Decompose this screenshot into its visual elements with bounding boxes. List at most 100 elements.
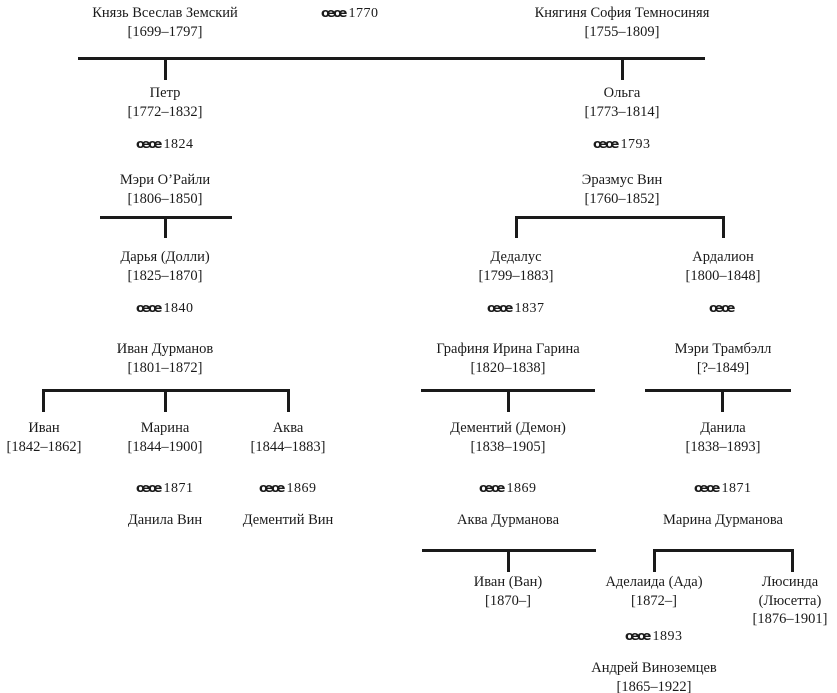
connector-vbar-van: [507, 549, 510, 572]
connector-vbar-demon: [507, 389, 510, 412]
person-dates: [1772–1832]: [127, 103, 203, 120]
connector-hbar-gen1: [78, 57, 705, 60]
person-node-akva-durmanova: Аква Дурманова: [457, 511, 559, 530]
person-name: Аделаида (Ада): [605, 574, 703, 590]
marriage-label-ardalion: œœ: [708, 300, 737, 317]
person-node-lucette: Люсинда (Люсетта) [1876–1901]: [753, 573, 828, 629]
connector-vbar-olga: [621, 57, 624, 80]
person-node-danila-vin: Данила Вин: [128, 511, 202, 530]
person-dates: [1838–1905]: [470, 438, 546, 455]
person-node-petr: Петр [1772–1832]: [128, 84, 203, 121]
marriage-symbol-icon: œœ: [320, 5, 347, 20]
person-dates: [1760–1852]: [584, 190, 660, 207]
person-dates: [1699–1797]: [127, 23, 203, 40]
marriage-year: 1871: [163, 481, 194, 496]
person-node-marina: Марина [1844–1900]: [128, 419, 203, 456]
person-dates: [1799–1883]: [478, 267, 554, 284]
person-name: Мэри Трамбэлл: [674, 341, 772, 357]
connector-vbar-darya: [164, 216, 167, 238]
marriage-year: 1871: [721, 481, 752, 496]
person-name: Дарья (Долли): [120, 249, 210, 265]
person-dates: [1820–1838]: [470, 359, 546, 376]
marriage-year: 1770: [348, 6, 379, 21]
person-name: Дементий Вин: [242, 512, 334, 528]
person-name: Аква: [272, 420, 304, 436]
person-node-dedalus: Дедалус [1799–1883]: [479, 248, 554, 285]
person-node-marina-durmanova: Марина Дурманова: [663, 511, 783, 530]
person-node-erazmus: Эразмус Вин [1760–1852]: [582, 171, 662, 208]
marriage-symbol-icon: œœ: [135, 300, 162, 315]
marriage-symbol-icon: œœ: [486, 300, 513, 315]
person-node-ivan-son: Иван [1842–1862]: [7, 419, 82, 456]
marriage-symbol-icon: œœ: [592, 136, 619, 151]
person-dates: [1800–1848]: [685, 267, 761, 284]
person-nickname: (Люсетта): [758, 592, 822, 609]
person-dates: [1773–1814]: [584, 103, 660, 120]
marriage-year: 1793: [620, 137, 651, 152]
connector-vbar-ivan-son: [42, 389, 45, 412]
person-dates: [1865–1922]: [616, 678, 692, 693]
marriage-symbol-icon: œœ: [135, 136, 162, 151]
person-dates: [1801–1872]: [127, 359, 203, 376]
person-name: Марина Дурманова: [663, 512, 783, 528]
person-dates: [1825–1870]: [127, 267, 203, 284]
connector-vbar-akva: [287, 389, 290, 412]
connector-vbar-danila: [721, 389, 724, 412]
person-name: Иван (Ван): [473, 574, 543, 590]
person-name: Люсинда: [761, 574, 819, 590]
person-node-meri-oreilly: Мэри О’Райли [1806–1850]: [120, 171, 210, 208]
person-name: Дементий (Демон): [450, 420, 566, 436]
marriage-symbol-icon: œœ: [258, 480, 285, 495]
connector-hbar-erazmus-children: [515, 216, 725, 219]
person-name: Иван Дурманов: [116, 341, 214, 357]
person-name: Данила: [700, 420, 746, 436]
person-node-vseslav: Князь Всеслав Земский [1699–1797]: [92, 4, 238, 41]
person-name: Ольга: [603, 85, 641, 101]
marriage-symbol-icon: œœ: [135, 480, 162, 495]
person-dates: [1872–]: [631, 592, 677, 609]
marriage-symbol-icon: œœ: [624, 628, 651, 643]
marriage-year: 1869: [286, 481, 317, 496]
person-node-olga: Ольга [1773–1814]: [585, 84, 660, 121]
connector-vbar-lucette: [791, 549, 794, 572]
person-name: Петр: [149, 85, 181, 101]
person-name: Андрей Виноземцев: [591, 660, 717, 676]
person-name: Эразмус Вин: [581, 172, 663, 188]
marriage-year: 1840: [163, 301, 194, 316]
person-dates: [1876–1901]: [752, 611, 828, 628]
person-name: Иван: [28, 420, 60, 436]
connector-vbar-ada: [653, 549, 656, 572]
connector-vbar-ardalion: [722, 216, 725, 238]
connector-vbar-marina: [164, 389, 167, 412]
person-name: Данила Вин: [127, 512, 203, 528]
person-dates: [?–1849]: [696, 359, 750, 376]
person-name: Марина: [140, 420, 190, 436]
person-name: Княгиня София Темносиняя: [534, 5, 710, 21]
person-name: Дедалус: [490, 249, 542, 265]
connector-hbar-danila: [645, 389, 791, 392]
marriage-symbol-icon: œœ: [478, 480, 505, 495]
person-dates: [1870–]: [485, 592, 531, 609]
marriage-symbol-icon: œœ: [708, 300, 735, 315]
person-dates: [1755–1809]: [584, 23, 660, 40]
person-node-meri-trumbell: Мэри Трамбэлл [?–1849]: [675, 340, 772, 377]
connector-vbar-petr: [164, 57, 167, 80]
person-name: Князь Всеслав Земский: [92, 5, 238, 21]
marriage-year: 1824: [163, 137, 194, 152]
person-node-andrey: Андрей Виноземцев [1865–1922]: [591, 659, 717, 693]
marriage-symbol-icon: œœ: [693, 480, 720, 495]
person-node-van: Иван (Ван) [1870–]: [474, 573, 542, 610]
person-dates: [1844–1900]: [127, 438, 203, 455]
person-node-darya: Дарья (Долли) [1825–1870]: [120, 248, 209, 285]
person-dates: [1838–1893]: [685, 438, 761, 455]
marriage-year: 1869: [506, 481, 537, 496]
person-dates: [1844–1883]: [250, 438, 326, 455]
